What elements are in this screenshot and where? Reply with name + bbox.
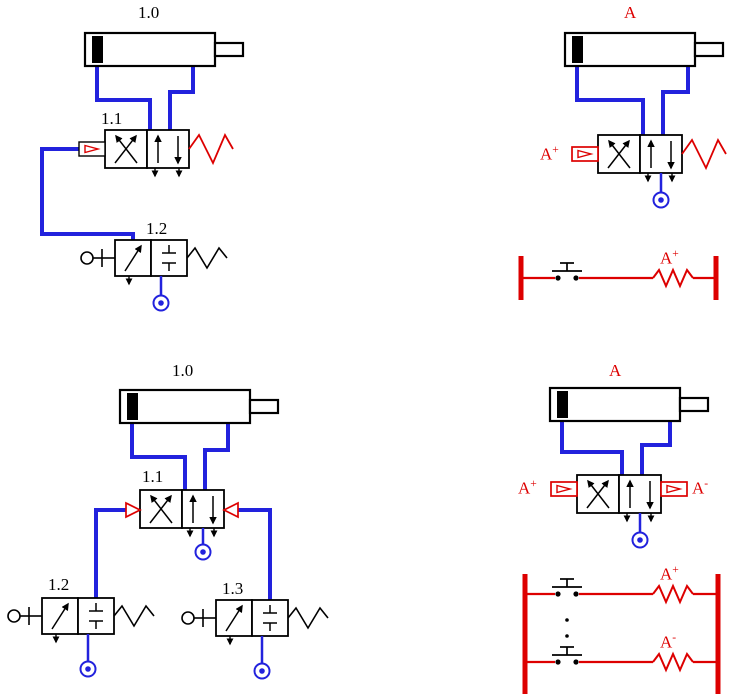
push-button-contact-icon [551, 646, 583, 666]
cylinder-symbol [118, 388, 280, 425]
pilot-triangle-icon [223, 502, 239, 518]
push-button-contact-icon [551, 578, 583, 598]
tube-line [575, 66, 645, 135]
coil-label: A+ [660, 563, 679, 584]
push-button-contact-icon [551, 262, 583, 282]
pressure-source-icon [253, 662, 271, 680]
top-left-circuit [40, 31, 245, 312]
valve-3-2-button-symbol [81, 240, 227, 284]
cylinder-symbol [563, 31, 725, 68]
red-spring-icon [188, 134, 234, 164]
red-spring-icon [681, 139, 727, 169]
bottom-left-circuit [8, 388, 328, 680]
solenoid-label: A- [692, 477, 709, 498]
coil-zigzag-icon [652, 269, 694, 287]
cylinder-label: 1.0 [172, 361, 194, 380]
tube-line [661, 66, 690, 135]
cylinder-label: A [624, 3, 637, 22]
tube-line [560, 421, 624, 475]
cylinder-symbol [83, 31, 245, 68]
valve-5-2-symbol [140, 490, 224, 536]
tube-line [168, 66, 195, 130]
bottom-right-circuit [522, 386, 721, 694]
tube-line [203, 423, 230, 490]
top-right-circuit [518, 31, 727, 300]
valve-3-2-button-symbol [8, 598, 154, 642]
valve-5-2-symbol [598, 135, 682, 181]
pressure-source-icon [631, 531, 649, 549]
cylinder-label: A [609, 361, 622, 380]
valve-5-2-symbol [105, 130, 189, 176]
pilot-tube-line [238, 508, 272, 600]
valve-label: 1.2 [48, 575, 70, 594]
pilot-box-icon [78, 141, 106, 157]
solenoid-icon [571, 146, 599, 162]
tube-line [95, 66, 152, 130]
coil-zigzag-icon [652, 653, 694, 671]
pressure-source-icon [152, 294, 170, 312]
coil-label: A+ [660, 247, 679, 268]
solenoid-icon [660, 481, 688, 497]
ladder-diagram [522, 574, 721, 694]
solenoid-icon [550, 481, 578, 497]
tube-line [640, 421, 672, 475]
solenoid-label: A+ [518, 477, 537, 498]
linkage-dot [565, 634, 569, 638]
valve-5-2-symbol [577, 475, 661, 521]
coil-zigzag-icon [652, 585, 694, 603]
valve-3-2-button-symbol [182, 600, 328, 644]
valve-label: 1.2 [146, 219, 168, 238]
cylinder-label: 1.0 [138, 3, 160, 22]
pressure-source-icon [194, 543, 212, 561]
valve-label: 1.1 [101, 109, 123, 128]
valve-label: 1.3 [222, 579, 244, 598]
pilot-tube-line [40, 147, 135, 240]
ladder-diagram [518, 256, 719, 300]
pilot-tube-line [94, 508, 126, 598]
coil-label: A- [660, 631, 677, 652]
pilot-triangle-icon [125, 502, 141, 518]
tube-line [130, 423, 187, 490]
pressure-source-icon [652, 191, 670, 209]
solenoid-label: A+ [540, 143, 559, 164]
linkage-dot [565, 618, 569, 622]
cylinder-symbol [548, 386, 710, 423]
pressure-source-icon [79, 660, 97, 678]
valve-label: 1.1 [142, 467, 164, 486]
